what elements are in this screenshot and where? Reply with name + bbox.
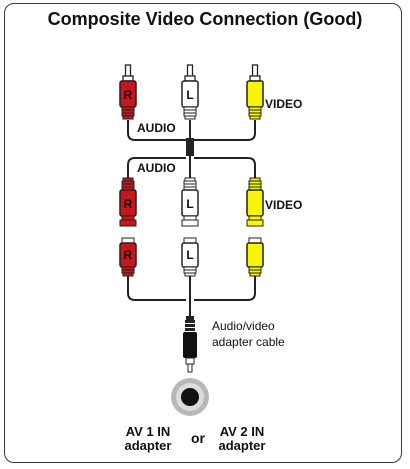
- coupler-red-letter: R: [124, 197, 133, 211]
- top-white-letter: L: [186, 88, 193, 102]
- middle-video-label: VIDEO: [265, 198, 302, 212]
- lower-red-plug: R: [119, 237, 137, 277]
- lower-yellow-plug: [246, 237, 264, 277]
- adapter-cable-plug: [183, 316, 197, 373]
- coupler-red-jack: R: [119, 177, 137, 227]
- lower-cables: [127, 276, 256, 318]
- av2-label-line2: adapter: [219, 438, 266, 453]
- top-video-label: VIDEO: [265, 97, 302, 111]
- middle-cables: [127, 156, 256, 178]
- top-cables: [127, 120, 256, 156]
- cable-label-line2: adapter cable: [212, 335, 285, 349]
- av1-label-line2: adapter: [125, 438, 172, 453]
- diagram-title: Composite Video Connection (Good): [47, 9, 363, 29]
- top-white-plug: L: [181, 64, 199, 120]
- lower-red-letter: R: [124, 248, 133, 262]
- coupler-white-jack: L: [181, 177, 199, 227]
- coupler-yellow-jack: [246, 177, 264, 227]
- lower-white-plug: L: [181, 237, 199, 277]
- top-red-letter: R: [124, 88, 133, 102]
- top-audio-label: AUDIO: [137, 121, 176, 135]
- coupler-white-letter: L: [186, 197, 193, 211]
- top-red-plug: R: [119, 64, 137, 120]
- or-label: or: [191, 430, 206, 446]
- middle-audio-label: AUDIO: [137, 161, 176, 175]
- lower-white-letter: L: [186, 248, 193, 262]
- av1-label-line1: AV 1 IN: [126, 424, 171, 439]
- cable-label-line1: Audio/video: [212, 319, 275, 333]
- top-yellow-plug: [246, 64, 264, 120]
- av2-label-line1: AV 2 IN: [220, 424, 265, 439]
- av-in-jack: [171, 378, 209, 416]
